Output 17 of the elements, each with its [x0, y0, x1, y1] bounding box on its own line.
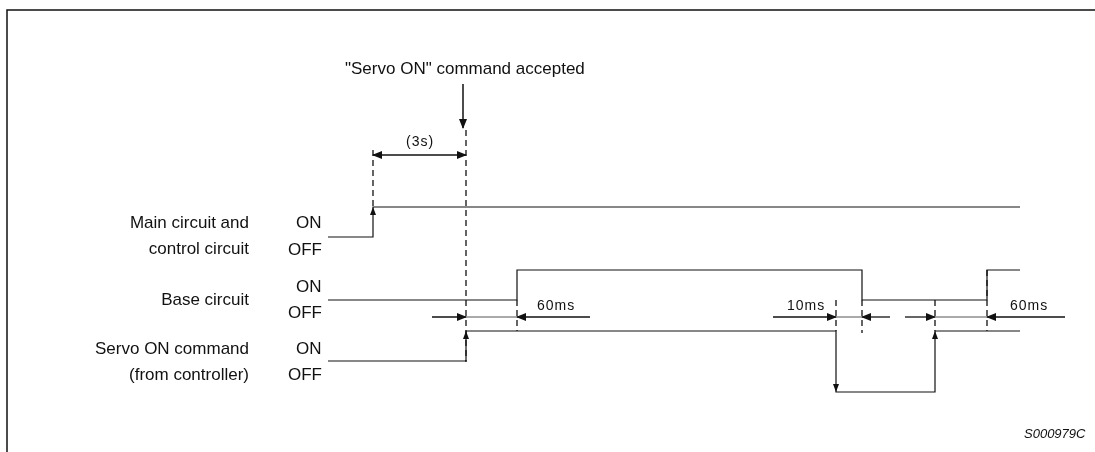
callout-text: "Servo ON" command accepted: [345, 56, 585, 82]
signal-label: Base circuit: [160, 289, 249, 311]
dashed-guide-line: [465, 129, 467, 363]
dimension-label: 10ms: [787, 296, 826, 315]
leader-arrow: [459, 83, 467, 129]
state-label: ON: [296, 338, 322, 360]
dimension-label: (3s): [406, 132, 435, 151]
signal-label: Servo ON command (from controller): [94, 338, 249, 386]
figure-code: S000979C: [1024, 425, 1086, 443]
state-label: OFF: [288, 364, 322, 386]
dimension-label: 60ms: [1010, 296, 1049, 315]
state-label: OFF: [288, 239, 322, 261]
signal-label: Main circuit and control circuit: [128, 212, 249, 260]
state-label: ON: [296, 212, 322, 234]
dimension-label: 60ms: [537, 296, 576, 315]
state-label: OFF: [288, 302, 322, 324]
state-label: ON: [296, 276, 322, 298]
